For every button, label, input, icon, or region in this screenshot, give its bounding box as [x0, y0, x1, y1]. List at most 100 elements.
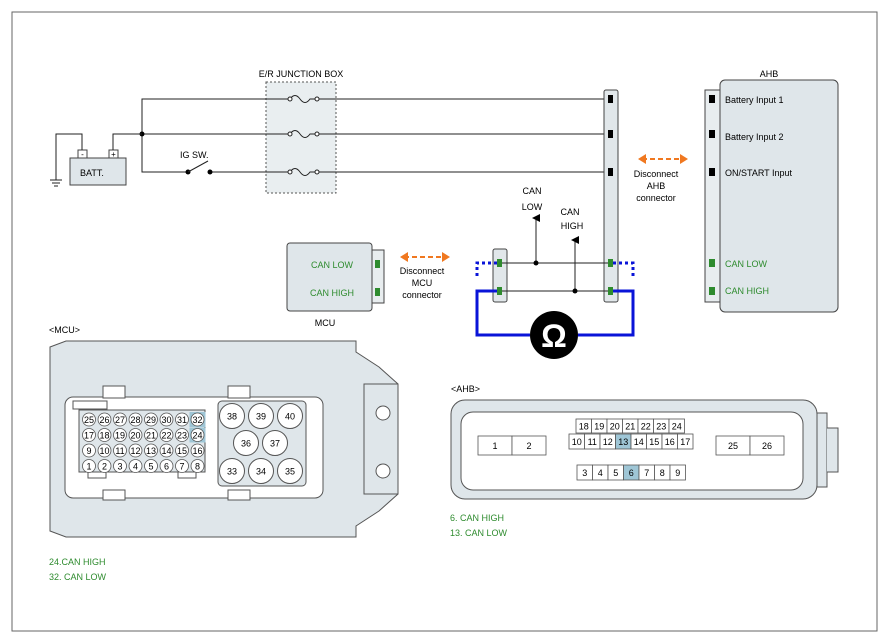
mcu-pin-label: 2 — [102, 462, 107, 472]
ahb-pin-label: 21 — [625, 422, 635, 432]
frame — [11, 11, 878, 632]
ahb-pin-label: 12 — [603, 437, 613, 447]
mcu-pin-label: 25 — [84, 415, 94, 425]
ahb-pin-can-low: CAN LOW — [725, 259, 768, 269]
mcu-pin-label: 5 — [148, 462, 153, 472]
ahb-pin-8: 8 — [654, 464, 671, 481]
mcu-pin-can-low: CAN LOW — [311, 260, 354, 270]
ahb-pin-label: 8 — [660, 468, 665, 478]
mcu-pin-label: 19 — [115, 431, 125, 441]
mcu-connector-title: <MCU> — [49, 325, 80, 335]
battery-minus: - — [81, 150, 84, 159]
battery-label: BATT. — [80, 168, 104, 178]
ahb-pin-21: 21 — [622, 418, 639, 434]
disconnect-ahb-line2: AHB — [647, 181, 666, 191]
disconnect-mcu-line2: MCU — [412, 278, 433, 288]
mcu-pin-2: 2 — [97, 459, 112, 473]
mcu-large-pin-39: 39 — [248, 403, 274, 429]
mcu-pin-13: 13 — [144, 443, 158, 458]
mcu-pin-label: 4 — [133, 462, 138, 472]
mcu-pin-11: 11 — [113, 443, 127, 458]
mcu-pin-label: 21 — [146, 431, 156, 441]
mcu-title: MCU — [315, 318, 336, 328]
junction-box: E/R JUNCTION BOX — [259, 69, 344, 194]
ahb-pin-18: 18 — [575, 418, 592, 434]
junction-box-label: E/R JUNCTION BOX — [259, 69, 344, 79]
ahb-pin-label: 5 — [613, 468, 618, 478]
ahb-pin-label: 3 — [582, 468, 587, 478]
mcu-pin-label: 14 — [161, 446, 171, 456]
mcu-large-pin-38: 38 — [219, 403, 245, 429]
mcu-pin-label: 12 — [130, 446, 140, 456]
mcu-large-pin-label: 33 — [227, 467, 237, 477]
ahb-pin-22: 22 — [637, 418, 654, 434]
ahb-pin-14: 14 — [630, 433, 647, 450]
battery-plus: + — [111, 150, 116, 159]
disconnect-mcu-line1: Disconnect — [400, 266, 445, 276]
mcu-pin-25: 25 — [82, 412, 96, 427]
ahb-pin-20: 20 — [606, 418, 623, 434]
mcu-module: CAN LOW CAN HIGH MCU — [286, 242, 385, 328]
ahb-connector-title: <AHB> — [451, 384, 480, 394]
power-wires — [120, 98, 610, 173]
mcu-large-pin-40: 40 — [277, 403, 303, 429]
ahb-pin-5: 5 — [607, 464, 624, 481]
ahb-pin-7: 7 — [638, 464, 655, 481]
mcu-pin-can-high: CAN HIGH — [310, 288, 354, 298]
mcu-pin-label: 10 — [99, 446, 109, 456]
mcu-pin-20: 20 — [128, 428, 143, 442]
mcu-pin-label: 1 — [86, 462, 91, 472]
mcu-pin-10: 10 — [97, 443, 112, 458]
mcu-pin-label: 28 — [130, 415, 140, 425]
ahb-pin-4: 4 — [592, 464, 609, 481]
mcu-pin-8: 8 — [190, 459, 205, 473]
mcu-pin-label: 18 — [99, 431, 109, 441]
ahb-pin-10: 10 — [568, 433, 585, 450]
ahb-pin-label: 13 — [618, 437, 628, 447]
ahb-module: AHB Battery Input 1 Battery Input 2 ON/S… — [704, 69, 839, 313]
mcu-pin-label: 23 — [177, 431, 187, 441]
mcu-large-pin-34: 34 — [248, 458, 274, 484]
mcu-large-pin-label: 40 — [285, 412, 295, 422]
ahb-legend-can-low: 13. CAN LOW — [450, 528, 508, 538]
ohm-icon: Ω — [541, 318, 567, 354]
ahb-pin-battery-1: Battery Input 1 — [725, 95, 784, 105]
ahb-pin-16: 16 — [661, 433, 678, 450]
ahb-pin-3: 3 — [576, 464, 593, 481]
mcu-large-pin-label: 38 — [227, 412, 237, 422]
mcu-pin-label: 24 — [192, 431, 202, 441]
mcu-pin-5: 5 — [144, 459, 158, 473]
mcu-pin-label: 6 — [164, 462, 169, 472]
ahb-pin-6: 6 — [623, 464, 640, 481]
ahb-pin-label: 17 — [680, 437, 690, 447]
ahb-harness-connector — [603, 89, 619, 303]
ahb-pin-23: 23 — [653, 418, 670, 434]
fuse-3 — [289, 168, 317, 176]
mcu-pin-label: 15 — [177, 446, 187, 456]
ahb-connector-face — [450, 399, 839, 500]
ohmmeter-leads — [475, 261, 635, 337]
mcu-large-pin-label: 35 — [285, 467, 295, 477]
mcu-pin-label: 27 — [115, 415, 125, 425]
ahb-pin-label: 4 — [598, 468, 603, 478]
ahb-pin-label: 26 — [762, 441, 772, 451]
ahb-pin-1: 1 — [477, 435, 513, 456]
mcu-pin-label: 7 — [179, 462, 184, 472]
ahb-pin-11: 11 — [584, 433, 601, 450]
ahb-pin-label: 23 — [656, 422, 666, 432]
can-low-probe-line1: CAN — [522, 186, 541, 196]
ahb-pin-label: 20 — [610, 422, 620, 432]
disconnect-mcu-line3: connector — [402, 290, 442, 300]
mcu-pin-6: 6 — [159, 459, 174, 473]
disconnect-mcu-arrow: Disconnect MCU connector — [400, 252, 450, 300]
ahb-pin-label: 25 — [728, 441, 738, 451]
mcu-pin-label: 17 — [84, 431, 94, 441]
mcu-pin-label: 20 — [130, 431, 140, 441]
mcu-pin-27: 27 — [113, 412, 127, 427]
ig-switch-label: IG SW. — [180, 150, 209, 160]
